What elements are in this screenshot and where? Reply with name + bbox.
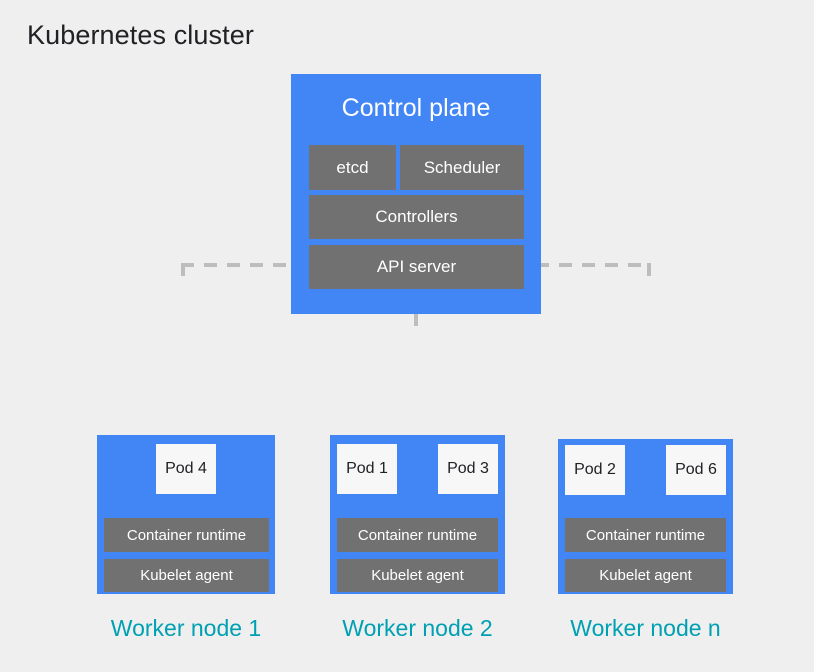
container-runtime-box[interactable]: Container runtime	[104, 518, 269, 552]
pod-box[interactable]: Pod 1	[337, 444, 397, 494]
kubelet-agent-box[interactable]: Kubelet agent	[337, 559, 498, 592]
connector-api-to-node-2-vertical	[414, 313, 418, 438]
pod-box[interactable]: Pod 2	[565, 445, 625, 495]
worker-node-1-box[interactable]: Pod 4 Container runtime Kubelet agent	[97, 435, 275, 594]
pod-box[interactable]: Pod 6	[666, 445, 726, 495]
control-plane-component-api-server[interactable]: API server	[309, 245, 524, 289]
container-runtime-box[interactable]: Container runtime	[337, 518, 498, 552]
control-plane-component-scheduler[interactable]: Scheduler	[400, 145, 524, 190]
control-plane-title: Control plane	[341, 94, 491, 122]
control-plane-component-etcd[interactable]: etcd	[309, 145, 396, 190]
connector-api-to-node-n-horizontal	[536, 263, 651, 267]
kubelet-agent-box[interactable]: Kubelet agent	[104, 559, 269, 592]
connector-api-to-node-1-vertical	[181, 263, 185, 438]
container-runtime-box[interactable]: Container runtime	[565, 518, 726, 552]
connector-api-to-node-n-vertical	[647, 263, 651, 441]
connector-api-to-node-1-horizontal	[181, 263, 295, 267]
worker-node-2-box[interactable]: Pod 1 Pod 3 Container runtime Kubelet ag…	[330, 435, 505, 594]
control-plane-box[interactable]: Control plane etcd Scheduler Controllers…	[291, 74, 541, 314]
control-plane-component-controllers[interactable]: Controllers	[309, 195, 524, 239]
pod-box[interactable]: Pod 3	[438, 444, 498, 494]
worker-node-n-box[interactable]: Pod 2 Pod 6 Container runtime Kubelet ag…	[558, 439, 733, 594]
worker-node-1-label: Worker node 1	[110, 615, 262, 641]
worker-node-2-label: Worker node 2	[342, 615, 493, 641]
kubelet-agent-box[interactable]: Kubelet agent	[565, 559, 726, 592]
pod-box[interactable]: Pod 4	[156, 444, 216, 494]
worker-node-n-label: Worker node n	[570, 615, 721, 641]
page-title: Kubernetes cluster	[27, 20, 254, 50]
